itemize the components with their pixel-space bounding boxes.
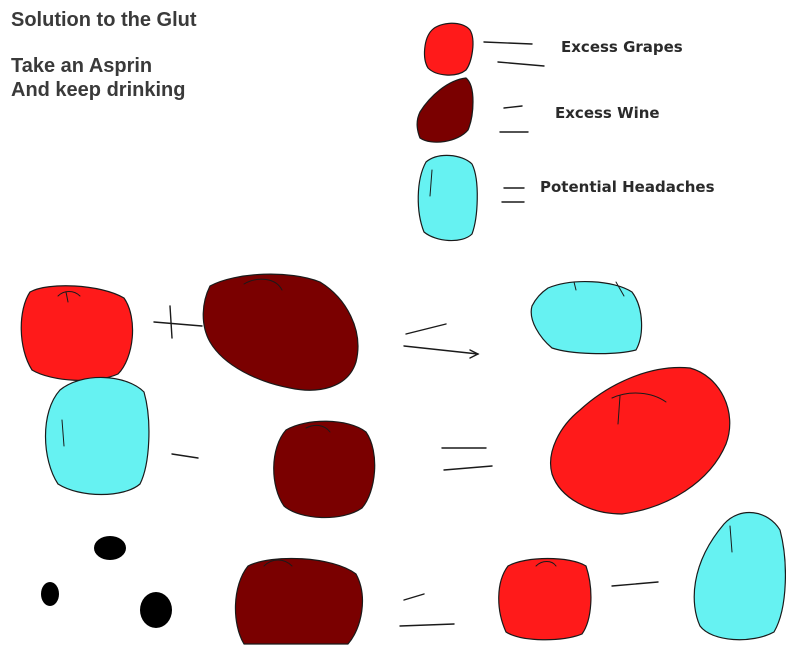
row2-equals-sign	[442, 448, 492, 470]
row1-equals-sign	[404, 324, 478, 354]
row3-minus-sign	[400, 594, 454, 626]
legend-equals-wine	[500, 106, 528, 132]
aspirin-pill-1	[94, 536, 126, 560]
row1-headache-blob	[531, 282, 641, 354]
row3-grape-blob	[499, 559, 591, 640]
row3-minus-sign-2	[612, 582, 658, 586]
row2-headache-blob	[46, 377, 149, 494]
legend-equals-headaches	[502, 188, 524, 202]
row3-wine-blob	[235, 558, 362, 644]
legend-headache-blob	[418, 155, 477, 240]
equation-row-1	[21, 274, 641, 390]
equation-row-2	[46, 368, 730, 518]
legend-equals-grapes	[484, 42, 544, 66]
row1-wine-blob	[203, 274, 358, 390]
row2-wine-blob	[274, 421, 375, 517]
legend	[417, 23, 544, 240]
row1-plus-sign	[154, 306, 202, 338]
row1-grape-blob	[21, 286, 132, 381]
row2-minus-sign	[172, 454, 198, 458]
aspirin-pill-2	[41, 582, 59, 606]
aspirin-pill-3	[140, 592, 172, 628]
row2-grape-blob	[551, 368, 730, 514]
row3-headache-blob	[694, 513, 785, 640]
legend-grape-blob	[425, 23, 473, 75]
equation-row-3	[41, 513, 785, 644]
legend-wine-blob	[417, 78, 473, 142]
